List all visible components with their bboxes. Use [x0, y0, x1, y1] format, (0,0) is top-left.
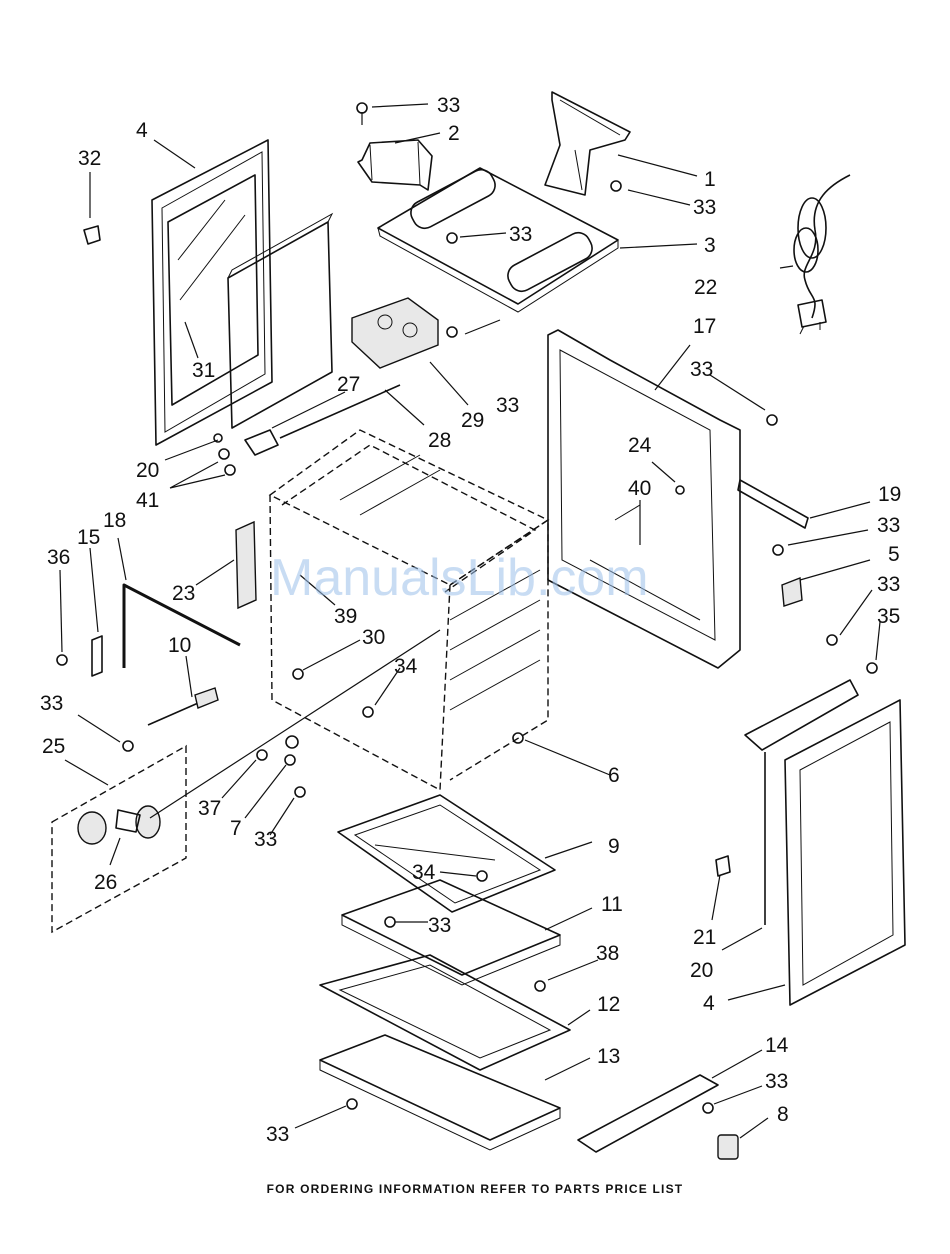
callout-5: 5 — [888, 543, 900, 566]
part-2-vent-bracket — [357, 103, 432, 190]
callout-20: 20 — [690, 959, 713, 982]
callout-33: 33 — [428, 914, 451, 937]
callout-25: 25 — [42, 735, 65, 758]
part-4-door-frame-right — [716, 680, 905, 1005]
callout-33: 33 — [690, 358, 713, 381]
part-22-power-cord — [794, 175, 850, 334]
callout-33: 33 — [877, 573, 900, 596]
callout-36: 36 — [47, 546, 70, 569]
part-4-door-frame-left — [152, 140, 272, 445]
leader-lines — [60, 104, 880, 1138]
callout-32: 32 — [78, 147, 101, 170]
part-32-clip — [84, 226, 100, 244]
callout-15: 15 — [77, 526, 100, 549]
callout-9: 9 — [608, 835, 620, 858]
callout-21: 21 — [693, 926, 716, 949]
callout-20: 20 — [136, 459, 159, 482]
callout-11: 11 — [601, 893, 623, 916]
callout-33: 33 — [693, 196, 716, 219]
callout-22: 22 — [694, 276, 717, 299]
callout-12: 12 — [597, 993, 620, 1016]
callout-33: 33 — [266, 1123, 289, 1146]
oven-cavity — [270, 430, 548, 790]
part-29-valve-assembly — [352, 298, 457, 368]
callout-31: 31 — [192, 359, 215, 382]
callout-39: 39 — [334, 605, 357, 628]
callout-27: 27 — [337, 373, 360, 396]
callout-14: 14 — [765, 1034, 789, 1057]
part-12-drawer — [320, 955, 570, 1070]
part-15-bracket — [57, 636, 102, 676]
callout-18: 18 — [103, 509, 126, 532]
callout-34: 34 — [394, 655, 418, 678]
callout-41: 41 — [136, 489, 159, 512]
callout-26: 26 — [94, 871, 117, 894]
right-hardware — [773, 545, 877, 673]
callout-1: 1 — [704, 168, 716, 191]
lower-center-screws — [257, 669, 523, 797]
part-1-vent-duct — [545, 92, 630, 195]
part-14-rail — [578, 1075, 738, 1159]
callout-33: 33 — [765, 1070, 788, 1093]
watermark: ManualsLib.com — [270, 549, 649, 607]
callout-23: 23 — [172, 582, 195, 605]
callout-24: 24 — [628, 434, 652, 457]
callout-33: 33 — [437, 94, 460, 117]
callout-6: 6 — [608, 764, 620, 787]
callout-3: 3 — [704, 234, 716, 257]
callout-35: 35 — [877, 605, 900, 628]
callout-4: 4 — [136, 119, 148, 142]
callout-37: 37 — [198, 797, 221, 820]
callout-2: 2 — [448, 122, 460, 145]
callout-34: 34 — [412, 861, 436, 884]
callout-33: 33 — [877, 514, 900, 537]
callout-29: 29 — [461, 409, 484, 432]
part-9-broiler-pan — [338, 795, 555, 912]
callout-7: 7 — [230, 817, 242, 840]
part-13-bottom-panel — [320, 1035, 560, 1150]
part-19-rail — [738, 480, 808, 528]
callout-33: 33 — [509, 223, 532, 246]
callout-30: 30 — [362, 626, 385, 649]
callout-13: 13 — [597, 1045, 620, 1068]
callout-38: 38 — [596, 942, 619, 965]
footer-note: FOR ORDERING INFORMATION REFER TO PARTS … — [0, 1182, 950, 1196]
callout-33: 33 — [40, 692, 63, 715]
part-10-igniter — [123, 688, 218, 751]
callout-4: 4 — [703, 992, 715, 1015]
callout-19: 19 — [878, 483, 901, 506]
callout-28: 28 — [428, 429, 451, 452]
part-27-hinge — [245, 385, 400, 455]
callout-8: 8 — [777, 1103, 789, 1126]
callout-10: 10 — [168, 634, 191, 657]
door-liner-panel — [228, 214, 332, 428]
callout-33: 33 — [496, 394, 519, 417]
part-23-bracket — [236, 522, 256, 608]
callout-33: 33 — [254, 828, 277, 851]
callout-40: 40 — [628, 477, 651, 500]
callout-17: 17 — [693, 315, 716, 338]
